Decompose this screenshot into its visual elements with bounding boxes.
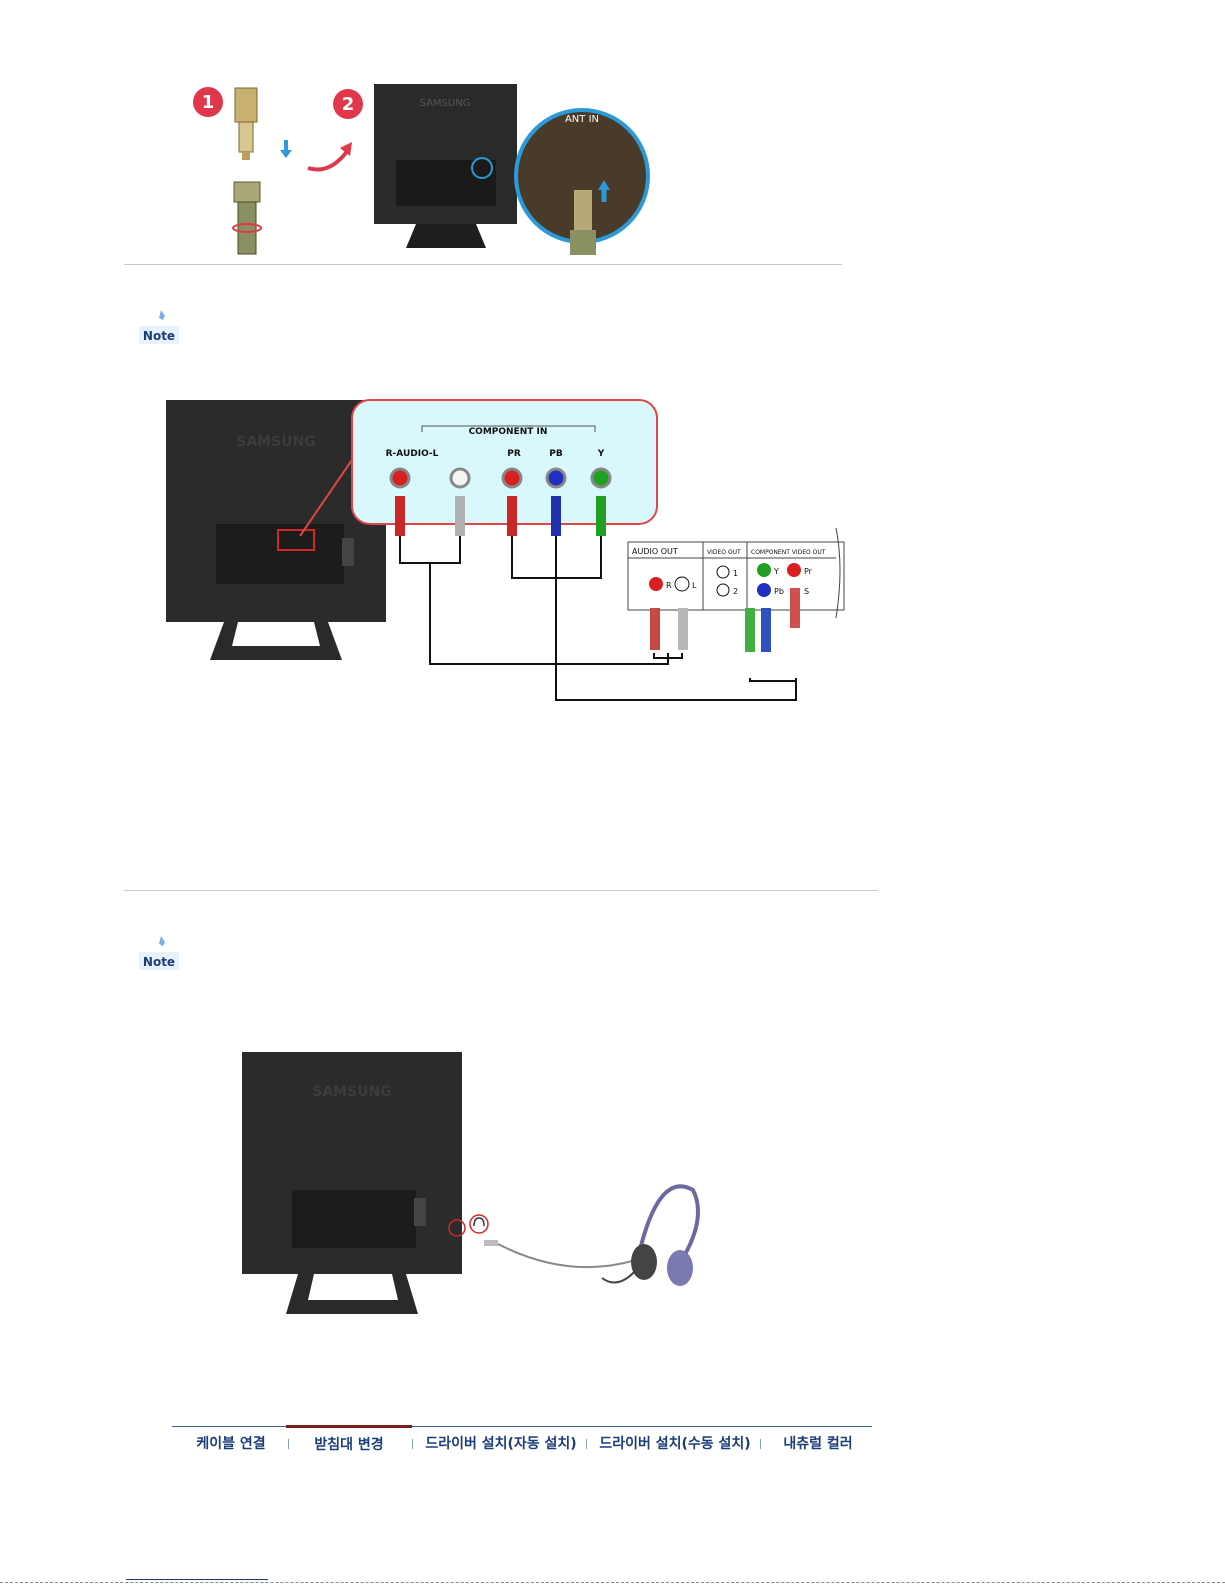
page-border-dotted: [0, 1582, 1225, 1583]
step-1-badge: 1: [193, 87, 223, 117]
bottom-link-underline[interactable]: [126, 1579, 268, 1580]
nav-separator: [760, 1439, 761, 1449]
svg-text:2: 2: [342, 94, 355, 115]
svg-text:VIDEO OUT: VIDEO OUT: [707, 549, 741, 556]
svg-text:L: L: [692, 581, 697, 590]
ant-in-callout: ANT IN: [516, 110, 648, 255]
antenna-connection-figure: 1 2 SAMSUNG: [190, 80, 660, 255]
section-divider: [124, 890, 878, 891]
svg-text:SAMSUNG: SAMSUNG: [420, 98, 471, 109]
nav-natural-color[interactable]: 내츄럴 컬러: [768, 1427, 868, 1461]
bottom-navigation: 케이블 연결 받침대 변경 드라이버 설치(자동 설치) 드라이버 설치(수동 …: [172, 1426, 872, 1461]
svg-text:AUDIO OUT: AUDIO OUT: [632, 547, 678, 556]
curved-arrow-icon: [308, 150, 348, 170]
note-badge: Note: [139, 934, 183, 974]
svg-text:Pb: Pb: [774, 587, 784, 596]
svg-text:S: S: [804, 587, 809, 596]
note-badge: Note: [139, 308, 183, 348]
coax-adapter-image: [235, 88, 257, 160]
monitor-rear-image: SAMSUNG: [242, 1052, 462, 1314]
svg-text:SAMSUNG: SAMSUNG: [236, 434, 316, 450]
component-connection-figure: SAMSUNG COMPONENT IN R-AUDIO-L PR PB Y: [160, 398, 860, 708]
svg-text:Note: Note: [143, 955, 175, 969]
pin-icon: [159, 936, 165, 946]
headphone-connection-figure: SAMSUNG: [238, 1050, 718, 1330]
nav-driver-auto-install[interactable]: 드라이버 설치(자동 설치): [416, 1427, 586, 1461]
svg-text:1: 1: [202, 92, 215, 113]
coax-cable-image: [233, 182, 261, 254]
step-2-badge: 2: [333, 89, 363, 119]
svg-text:1: 1: [733, 569, 738, 578]
headphone-icon: [474, 1218, 484, 1226]
down-arrow-icon: [280, 150, 292, 158]
svg-text:Y: Y: [597, 449, 605, 459]
svg-text:R: R: [666, 581, 672, 590]
nav-separator: [586, 1439, 587, 1449]
pin-icon: [159, 310, 165, 320]
svg-text:Pr: Pr: [804, 567, 813, 576]
nav-driver-manual-install[interactable]: 드라이버 설치(수동 설치): [590, 1427, 760, 1461]
headset-image: [484, 1186, 698, 1286]
svg-text:Y: Y: [773, 567, 779, 576]
svg-text:COMPONENT VIDEO OUT: COMPONENT VIDEO OUT: [751, 549, 826, 556]
svg-text:PR: PR: [507, 449, 521, 459]
nav-cable-connection[interactable]: 케이블 연결: [172, 1427, 290, 1461]
svg-text:Note: Note: [143, 329, 175, 343]
section-divider: [124, 264, 842, 265]
svg-text:R-AUDIO-L: R-AUDIO-L: [386, 449, 439, 459]
svg-text:2: 2: [733, 587, 738, 596]
svg-text:COMPONENT IN: COMPONENT IN: [469, 427, 548, 437]
monitor-rear-image: SAMSUNG: [374, 84, 517, 248]
svg-text:SAMSUNG: SAMSUNG: [312, 1084, 392, 1100]
component-in-callout: COMPONENT IN R-AUDIO-L PR PB Y: [352, 400, 657, 536]
svg-text:ANT IN: ANT IN: [565, 114, 599, 125]
nav-separator: [412, 1439, 413, 1449]
nav-stand-change[interactable]: 받침대 변경: [286, 1425, 412, 1462]
av-source-panel: AUDIO OUT VIDEO OUT COMPONENT VIDEO OUT …: [628, 528, 844, 652]
svg-text:PB: PB: [549, 449, 563, 459]
